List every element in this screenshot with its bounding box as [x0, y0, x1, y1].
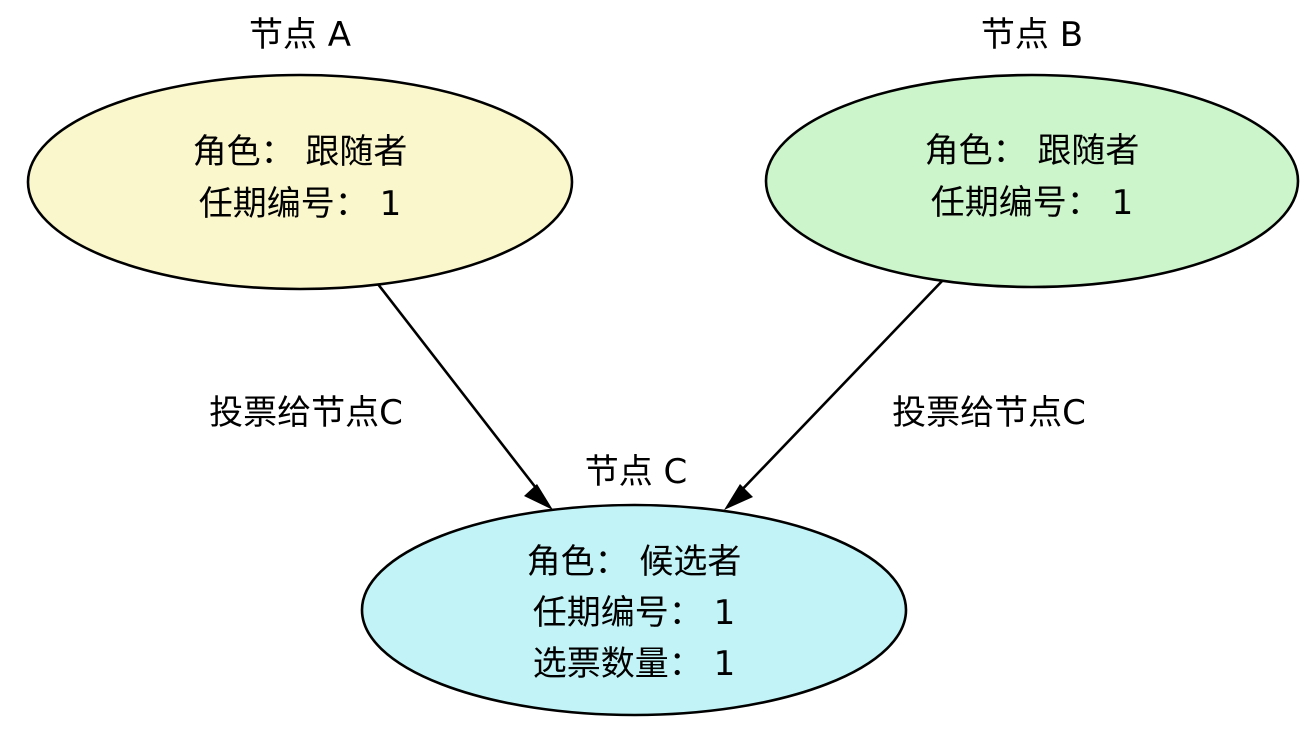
- node-c[interactable]: 节点 C 角色： 候选者 任期编号： 1 选票数量： 1: [360, 452, 908, 717]
- edge-a-to-c: 投票给节点C: [209, 278, 553, 510]
- edge-a-to-c-line: [372, 278, 545, 498]
- node-b[interactable]: 节点 B 角色： 跟随者 任期编号： 1: [764, 15, 1300, 289]
- node-b-line-2: 任期编号： 1: [931, 183, 1133, 223]
- node-a-line-2: 任期编号： 1: [199, 184, 401, 224]
- node-c-line-2: 任期编号： 1: [533, 593, 735, 633]
- edge-a-to-c-arrowhead: [524, 484, 553, 510]
- edge-a-to-c-label: 投票给节点C: [209, 393, 403, 433]
- edge-b-to-c-arrowhead: [724, 484, 753, 510]
- edge-b-to-c-line: [734, 278, 945, 498]
- node-a-ellipse[interactable]: [26, 73, 574, 291]
- node-b-ellipse[interactable]: [764, 73, 1300, 289]
- edge-b-to-c-label: 投票给节点C: [892, 393, 1086, 433]
- node-a-title: 节点 A: [249, 15, 351, 55]
- node-a-line-1: 角色： 跟随者: [193, 132, 408, 172]
- node-c-line-3: 选票数量： 1: [533, 644, 735, 684]
- edge-b-to-c: 投票给节点C: [724, 278, 1086, 510]
- node-c-ellipse[interactable]: [360, 503, 908, 717]
- node-c-line-1: 角色： 候选者: [527, 542, 742, 582]
- node-b-line-1: 角色： 跟随者: [925, 131, 1140, 171]
- node-c-title: 节点 C: [585, 452, 688, 492]
- node-b-title: 节点 B: [981, 15, 1083, 55]
- node-a[interactable]: 节点 A 角色： 跟随者 任期编号： 1: [26, 15, 574, 291]
